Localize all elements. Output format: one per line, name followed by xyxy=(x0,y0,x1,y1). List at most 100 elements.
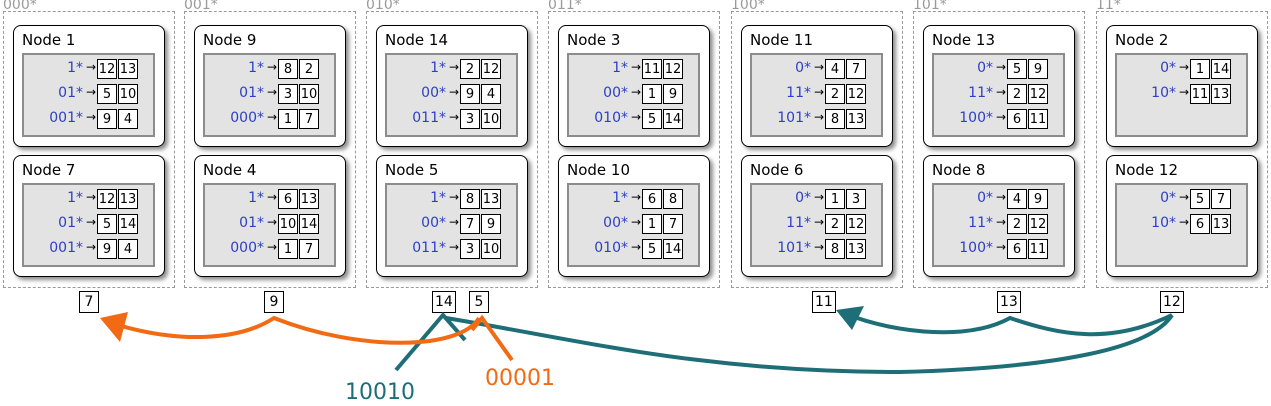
node-title: Node 7 xyxy=(22,161,76,179)
arrow-right-icon: → xyxy=(267,215,278,229)
row-prefix: 0* xyxy=(795,190,811,206)
arrow-right-icon: → xyxy=(631,85,642,99)
row-prefix: 101* xyxy=(777,110,811,126)
lookup-box-13: 13 xyxy=(997,291,1021,313)
arrow-right-icon: → xyxy=(86,190,97,204)
contact-cell: 6 xyxy=(278,189,298,209)
arrow-right-icon: → xyxy=(267,190,278,204)
node-title: Node 2 xyxy=(1115,31,1169,49)
contact-cell: 2 xyxy=(825,214,845,234)
arrow-right-icon: → xyxy=(86,85,97,99)
row-prefix: 0* xyxy=(1160,190,1176,206)
contact-cell: 10 xyxy=(118,84,138,104)
row-prefix: 00* xyxy=(421,85,446,101)
contact-cell: 11 xyxy=(1190,84,1210,104)
row-prefix: 10* xyxy=(1151,215,1176,231)
contact-cell: 5 xyxy=(1007,59,1027,79)
contact-cell: 13 xyxy=(1211,84,1231,104)
contact-cell: 2 xyxy=(1007,84,1027,104)
node-title: Node 5 xyxy=(385,161,439,179)
arrow-right-icon: → xyxy=(631,215,642,229)
contact-cell: 13 xyxy=(299,189,319,209)
contact-cell: 7 xyxy=(299,239,319,259)
row-prefix: 01* xyxy=(239,85,264,101)
teal-route-arc-13-11 xyxy=(842,311,1173,337)
arrow-right-icon: → xyxy=(996,110,1007,124)
contact-cell: 11 xyxy=(642,59,662,79)
arrow-right-icon: → xyxy=(267,85,278,99)
row-prefix: 1* xyxy=(67,190,83,206)
contact-cell: 7 xyxy=(299,109,319,129)
row-prefix: 011* xyxy=(412,110,446,126)
contact-cell: 12 xyxy=(1028,214,1048,234)
group-prefix-label: 101* xyxy=(913,0,947,13)
orange-route-arc xyxy=(107,315,481,345)
contact-cell: 1 xyxy=(642,84,662,104)
contact-cell: 3 xyxy=(460,109,480,129)
contact-cell: 14 xyxy=(299,214,319,234)
contact-cell: 9 xyxy=(97,109,117,129)
contact-cell: 14 xyxy=(663,109,683,129)
group-prefix-label: 010* xyxy=(366,0,400,13)
row-prefix: 11* xyxy=(968,215,993,231)
contact-cell: 10 xyxy=(481,239,501,259)
node-title: Node 4 xyxy=(203,161,257,179)
contact-cell: 1 xyxy=(1190,59,1210,79)
contact-cell: 2 xyxy=(825,84,845,104)
row-prefix: 100* xyxy=(959,110,993,126)
contact-cell: 7 xyxy=(663,214,683,234)
row-prefix: 010* xyxy=(594,240,628,256)
contact-cell: 5 xyxy=(642,109,662,129)
row-prefix: 011* xyxy=(412,240,446,256)
contact-cell: 14 xyxy=(118,214,138,234)
row-prefix: 11* xyxy=(786,85,811,101)
contact-cell: 5 xyxy=(1190,189,1210,209)
node-title: Node 11 xyxy=(750,31,814,49)
arrow-right-icon: → xyxy=(996,85,1007,99)
contact-cell: 12 xyxy=(97,189,117,209)
arrow-right-icon: → xyxy=(449,240,460,254)
row-prefix: 1* xyxy=(248,190,264,206)
row-prefix: 0* xyxy=(795,60,811,76)
contact-cell: 9 xyxy=(1028,189,1048,209)
contact-cell: 8 xyxy=(825,239,845,259)
arrow-right-icon: → xyxy=(86,215,97,229)
arrow-right-icon: → xyxy=(631,110,642,124)
lookup-box-7: 7 xyxy=(79,291,99,313)
arrow-right-icon: → xyxy=(814,215,825,229)
node-title: Node 13 xyxy=(932,31,996,49)
arrow-right-icon: → xyxy=(996,215,1007,229)
node-title: Node 10 xyxy=(567,161,631,179)
contact-cell: 4 xyxy=(1007,189,1027,209)
arrow-right-icon: → xyxy=(631,60,642,74)
contact-cell: 2 xyxy=(299,59,319,79)
contact-cell: 12 xyxy=(1028,84,1048,104)
bit-label-orange: 00001 xyxy=(485,366,555,391)
